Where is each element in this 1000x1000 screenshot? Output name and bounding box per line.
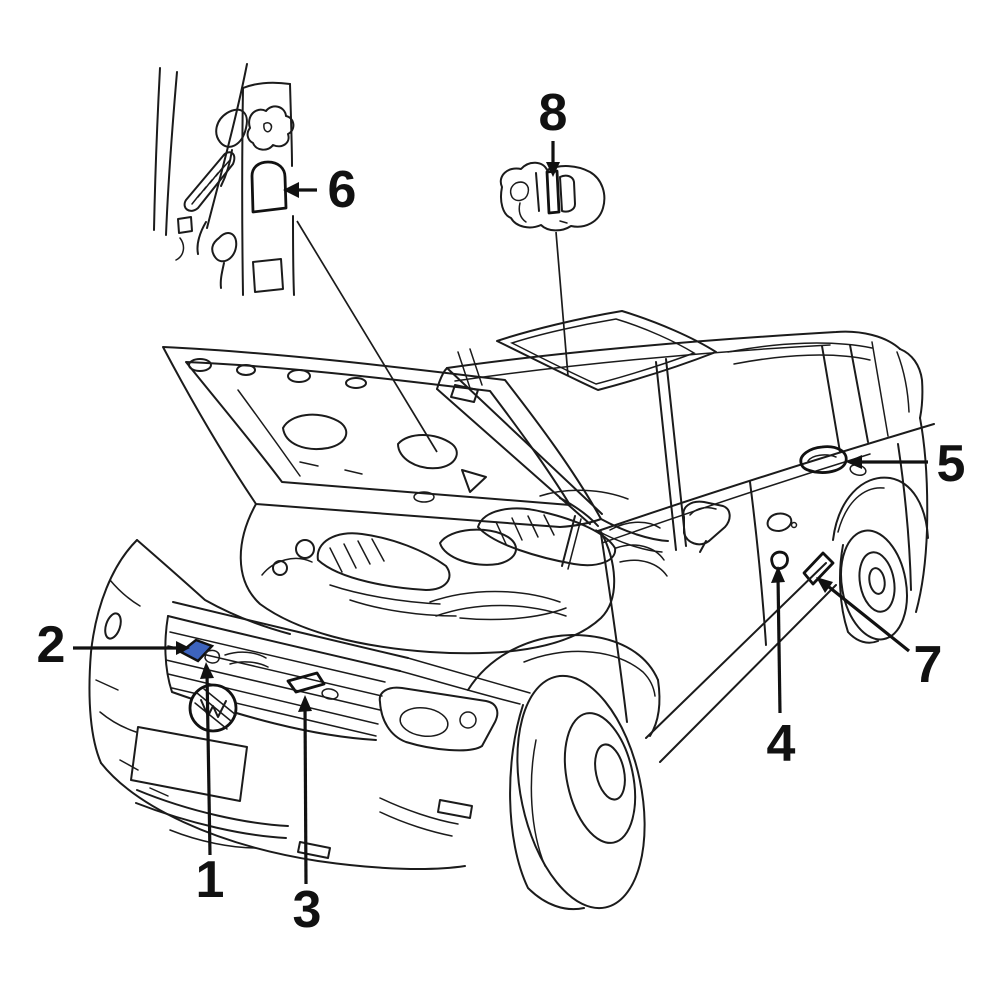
label-location-6 [250,160,288,214]
callout-4-number[interactable]: 4 [767,715,796,773]
highlighted-label-location-2[interactable] [178,638,215,663]
callout-7-number[interactable]: 7 [914,636,943,694]
leader-line-6 [296,220,438,453]
front-wheel [467,634,661,911]
callout-2-number[interactable]: 2 [37,616,66,674]
callout-3-arrow [303,704,308,885]
open-hood [162,346,602,528]
callout-8: 8 [539,84,568,177]
vw-badge [188,683,238,733]
callout-4-arrow [776,575,782,714]
door-jamb-inset [153,63,295,296]
callout-5-number[interactable]: 5 [937,435,966,493]
callout-3-number[interactable]: 3 [293,881,322,939]
engine-bay [239,503,668,655]
label-location-4 [770,550,789,571]
callout-4: 4 [767,566,796,773]
callout-2: 2 [37,616,190,674]
headlight [378,686,499,752]
vehicle-drawing [88,310,935,911]
callout-8-number[interactable]: 8 [539,84,568,142]
roof [446,310,901,391]
label-location-5-rear-door-handle [799,445,848,474]
callout-1-number[interactable]: 1 [196,851,225,909]
rear-wheel [832,476,929,644]
callout-6-number[interactable]: 6 [328,161,357,219]
callout-7: 7 [816,577,942,694]
label-location-3 [286,671,326,694]
side-marker-lamp [104,612,122,640]
callout-3: 3 [293,695,322,939]
callout-5: 5 [846,435,965,493]
license-plate [130,726,248,802]
side-mirror [682,500,731,553]
callout-1-arrow [205,671,212,856]
callout-6: 6 [283,161,356,219]
front-fascia [88,539,531,870]
callout-7-arrow [828,585,910,653]
front-door-handle [766,512,793,532]
label-location-7 [802,551,835,586]
leader-line-8 [555,231,569,377]
callout-1: 1 [196,662,225,909]
label-location-8 [545,169,561,215]
